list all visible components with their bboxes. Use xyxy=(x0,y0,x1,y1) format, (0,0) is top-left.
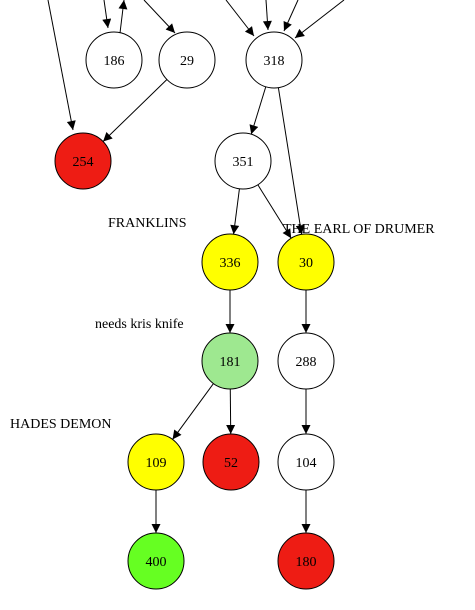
node-52: 52 xyxy=(202,433,260,491)
node-circle-29 xyxy=(158,31,216,89)
edge-29-to-254 xyxy=(102,79,168,142)
edge-offscreen-to-318-b xyxy=(262,0,272,31)
node-circle-180 xyxy=(277,532,335,590)
node-29: 29 xyxy=(158,31,216,89)
node-30: 30 xyxy=(277,233,335,291)
incoming-edges xyxy=(47,0,345,131)
node-400: 400 xyxy=(127,532,185,590)
edge-offscreen-to-254 xyxy=(47,0,76,131)
node-288: 288 xyxy=(277,332,335,390)
node-circle-400 xyxy=(127,532,185,590)
node-label-30: 30 xyxy=(299,256,313,271)
node-circle-52 xyxy=(202,433,260,491)
node-label-288: 288 xyxy=(296,355,317,370)
edge-offscreen-to-318-d xyxy=(294,0,345,39)
node-layer: 186 29 318 254 351 336 30 181 288 109 52 104 400 180 xyxy=(54,31,335,590)
node-circle-30 xyxy=(277,233,335,291)
node-351: 351 xyxy=(214,132,272,190)
node-label-109: 109 xyxy=(146,456,167,471)
node-label-104: 104 xyxy=(296,456,317,471)
node-label-400: 400 xyxy=(146,555,167,570)
edge-351-to-336 xyxy=(230,188,240,235)
edge-offscreen-to-186-left xyxy=(102,0,112,29)
node-104: 104 xyxy=(277,433,335,491)
label-hades-demon: HADES DEMON xyxy=(10,417,112,432)
node-318: 318 xyxy=(245,31,303,89)
edge-318-to-30 xyxy=(277,87,305,235)
label-earl-of-drumer: THE EARL OF DRUMER xyxy=(283,222,435,237)
node-circle-181 xyxy=(201,332,259,390)
node-label-181: 181 xyxy=(220,355,241,370)
node-label-29: 29 xyxy=(180,54,194,69)
node-label-52: 52 xyxy=(224,456,238,471)
node-label-318: 318 xyxy=(264,54,285,69)
node-180: 180 xyxy=(277,532,335,590)
edge-181-to-109 xyxy=(172,383,214,440)
node-254: 254 xyxy=(54,132,112,190)
node-label-186: 186 xyxy=(104,54,125,69)
node-circle-318 xyxy=(245,31,303,89)
label-needs-kris-knife: needs kris knife xyxy=(95,317,184,332)
node-circle-288 xyxy=(277,332,335,390)
node-336: 336 xyxy=(201,233,259,291)
node-109: 109 xyxy=(127,433,185,491)
node-circle-186 xyxy=(85,31,143,89)
edge-offscreen-to-318-c xyxy=(283,0,299,32)
node-label-336: 336 xyxy=(220,256,241,271)
node-circle-109 xyxy=(127,433,185,491)
label-franklins: FRANKLINS xyxy=(108,216,187,231)
node-circle-351 xyxy=(214,132,272,190)
node-circle-336 xyxy=(201,233,259,291)
node-label-351: 351 xyxy=(233,155,254,170)
edge-layer xyxy=(102,79,311,533)
node-circle-104 xyxy=(277,433,335,491)
node-181: 181 xyxy=(201,332,259,390)
node-circle-254 xyxy=(54,132,112,190)
node-label-254: 254 xyxy=(73,155,94,170)
edge-186-to-offscreen xyxy=(118,0,128,34)
node-label-180: 180 xyxy=(296,555,317,570)
edge-351-to-30 xyxy=(257,184,292,239)
edge-offscreen-to-318-a xyxy=(225,0,255,37)
annotations: FRANKLINS THE EARL OF DRUMER needs kris … xyxy=(10,216,435,432)
edge-offscreen-to-29 xyxy=(143,0,176,34)
edge-318-to-351 xyxy=(249,86,267,135)
node-186: 186 xyxy=(85,31,143,89)
